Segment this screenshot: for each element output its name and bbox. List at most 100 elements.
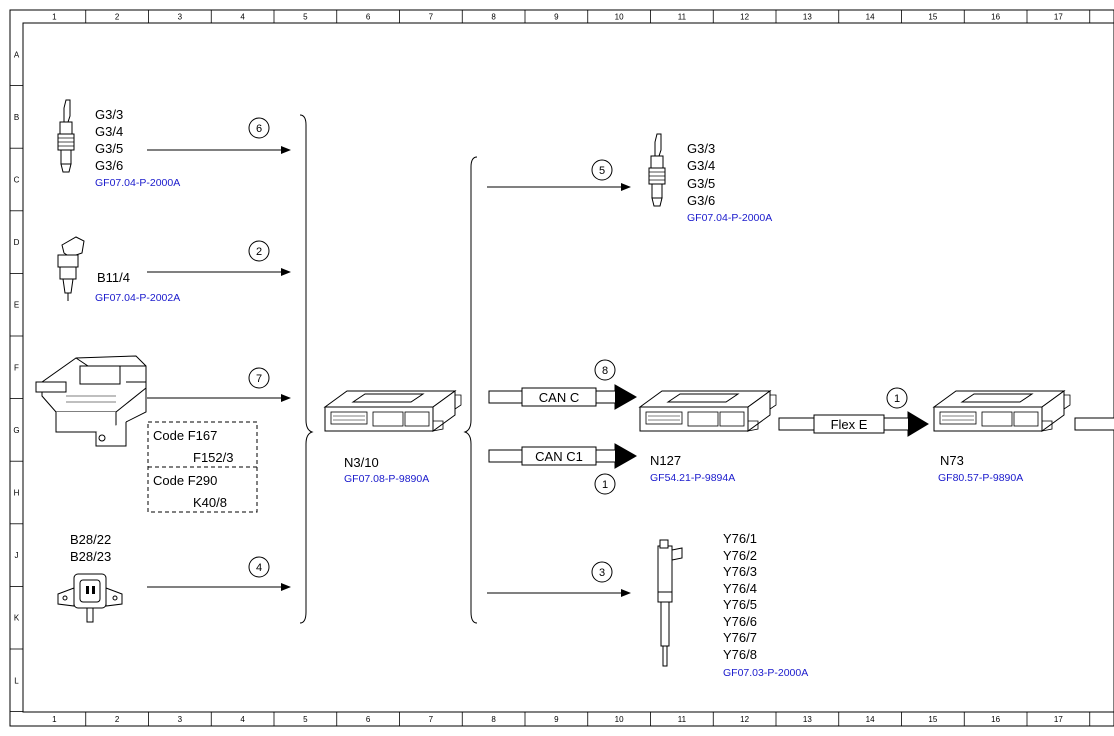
column-label-1: 1 [52,13,57,22]
injector-label-5: Y76/5 [723,597,757,612]
lambda-sensor-label-4: G3/6 [95,158,123,173]
column-label-7: 7 [429,715,434,724]
column-label-11: 11 [678,13,687,22]
n127-ref[interactable]: GF54.21-P-9894A [650,472,735,484]
row-label-D: D [14,238,20,247]
lambda-sensor-label-1: G3/3 [95,107,123,122]
pressure-sensor-label-2: B28/23 [70,549,111,564]
injector-ref[interactable]: GF07.03-P-2000A [723,667,808,679]
n3-10-unit-icon [324,390,462,432]
column-label-8: 8 [491,13,496,22]
column-label-16: 16 [991,13,1000,22]
lambda-out-label-1: G3/3 [687,141,715,156]
lambda-out-label-4: G3/6 [687,193,715,208]
column-label-8: 8 [491,715,496,724]
left-brace [299,114,314,624]
column-label-16: 16 [991,715,1000,724]
callout-1b [886,387,908,409]
callout-5-text: 5 [599,165,605,177]
callout-2-text: 2 [256,246,262,258]
lambda-sensor-label-2: G3/4 [95,124,123,139]
column-label-10: 10 [615,13,624,22]
column-label-5: 5 [303,715,308,724]
row-label-B: B [14,113,19,122]
row-label-F: F [14,363,19,372]
callout-4-text: 4 [256,562,262,574]
lambda-out-ref[interactable]: GF07.04-P-2000A [687,212,772,224]
temperature-sensor-ref[interactable]: GF07.04-P-2002A [95,292,180,304]
column-label-12: 12 [740,13,749,22]
row-label-L: L [14,676,19,685]
injector-label-8: Y76/8 [723,647,757,662]
n127-label: N127 [650,453,681,468]
n3-10-ref[interactable]: GF07.08-P-9890A [344,473,429,485]
callout-6 [248,117,270,139]
lambda-sensor-icon [57,99,75,173]
injector-label-3: Y76/3 [723,564,757,579]
callout-2 [248,240,270,262]
callout-1a-text: 1 [602,479,608,491]
continuation-bus [1074,417,1114,431]
injector-label-2: Y76/2 [723,548,757,563]
column-label-2: 2 [115,13,120,22]
column-label-5: 5 [303,13,308,22]
callout-6-text: 6 [256,123,262,135]
temperature-sensor-label: B11/4 [97,270,130,285]
injector-label-7: Y76/7 [723,630,757,645]
column-label-15: 15 [928,13,937,22]
column-label-17: 17 [1054,715,1063,724]
column-ruler: 1122334455667788991010111112121313141415… [52,10,1091,726]
callout-8-text: 8 [602,365,608,377]
can-c-label: CAN C [539,390,579,405]
column-label-3: 3 [178,715,183,724]
column-label-11: 11 [678,715,687,724]
code-f167: Code F167 [153,428,217,443]
callout-3-text: 3 [599,567,605,579]
pressure-sensor-icon [57,573,123,623]
column-label-9: 9 [554,13,559,22]
injector-label-1: Y76/1 [723,531,757,546]
column-label-2: 2 [115,715,120,724]
can-c-bus: CAN C [488,384,638,410]
code-k40-8: K40/8 [193,495,227,510]
n73-unit-icon [933,390,1071,432]
right-brace [463,156,478,624]
column-label-9: 9 [554,715,559,724]
actuator-module-icon [35,355,147,447]
flex-e-bus: Flex E [778,411,929,437]
callout-7 [248,367,270,389]
callout-8 [594,359,616,381]
row-label-H: H [14,489,20,498]
lambda-out-label-2: G3/4 [687,158,715,173]
row-label-A: A [14,50,20,59]
frame [9,9,1114,727]
row-label-E: E [14,301,19,310]
injector-label-4: Y76/4 [723,581,757,596]
callout-5 [591,159,613,181]
column-label-13: 13 [803,715,812,724]
code-f152-3: F152/3 [193,450,233,465]
column-label-3: 3 [178,13,183,22]
column-label-10: 10 [615,715,624,724]
can-c1-bus: CAN C1 [488,443,638,469]
column-label-14: 14 [866,715,875,724]
can-c1-label: CAN C1 [535,449,583,464]
row-label-G: G [13,426,19,435]
column-label-4: 4 [240,715,245,724]
callout-1b-text: 1 [894,393,900,405]
flex-e-label: Flex E [831,417,868,432]
column-label-7: 7 [429,13,434,22]
n73-ref[interactable]: GF80.57-P-9890A [938,472,1023,484]
callout-4 [248,556,270,578]
column-label-13: 13 [803,13,812,22]
lambda-out-label-3: G3/5 [687,176,715,191]
row-label-K: K [14,614,20,623]
lambda-sensor-ref[interactable]: GF07.04-P-2000A [95,177,180,189]
callout-7-text: 7 [256,373,262,385]
column-label-6: 6 [366,715,371,724]
column-label-4: 4 [240,13,245,22]
callout-3 [591,561,613,583]
lambda-sensor-label-3: G3/5 [95,141,123,156]
